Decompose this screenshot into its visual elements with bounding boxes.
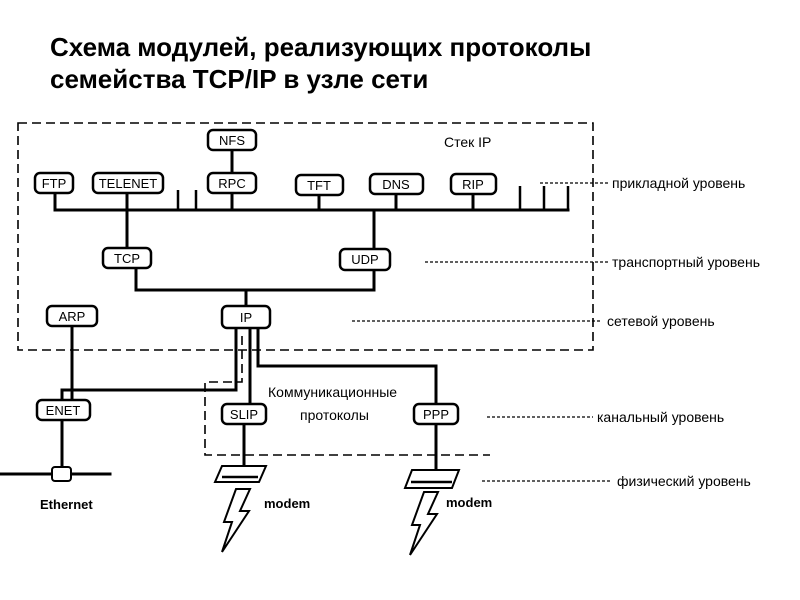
modem-1-label: modem: [264, 496, 310, 511]
module-ip: IP: [220, 304, 272, 330]
module-label: PPP: [423, 407, 449, 422]
module-rpc: RPC: [206, 171, 258, 195]
physical-level-label: физический уровень: [617, 473, 751, 489]
module-ppp: PPP: [412, 402, 460, 426]
network-level-label: сетевой уровень: [607, 313, 715, 329]
module-box: [220, 304, 272, 330]
module-box: [33, 171, 75, 195]
module-box: [220, 402, 268, 426]
module-label: TFT: [307, 178, 331, 193]
module-box: [35, 398, 92, 422]
module-ftp: FTP: [33, 171, 75, 195]
module-label: RIP: [462, 177, 484, 192]
lightning-2-icon: [409, 491, 440, 556]
link-level-label: канальный уровень: [597, 409, 724, 425]
module-box: [412, 402, 460, 426]
modem-2-label: modem: [446, 495, 492, 510]
modem-2-device: [403, 469, 461, 489]
module-enet: ENET: [35, 398, 92, 422]
ip-stack-label: Стек IP: [444, 134, 491, 150]
module-label: DNS: [382, 177, 410, 192]
comm-protocols-label-1: Коммуникационные: [268, 384, 397, 400]
module-label: RPC: [218, 176, 245, 191]
ip-stack-frame: [17, 122, 594, 351]
module-label: ARP: [59, 309, 86, 324]
connector-ip-enet: [60, 326, 238, 402]
module-box: [449, 172, 498, 196]
modem-1-device: [213, 465, 268, 483]
module-box: [206, 171, 258, 195]
ethernet-label: Ethernet: [40, 497, 93, 512]
module-box: [294, 173, 345, 197]
module-udp: UDP: [338, 247, 392, 272]
module-nfs: NFS: [206, 128, 258, 152]
module-tft: TFT: [294, 173, 345, 197]
module-tcp: TCP: [101, 246, 153, 270]
module-label: TCP: [114, 251, 140, 266]
connector-tcp-udp-ip: [134, 266, 376, 292]
module-label: SLIP: [230, 407, 258, 422]
module-rip: RIP: [449, 172, 498, 196]
module-box: [368, 172, 425, 196]
comm-protocols-frame: [204, 336, 490, 456]
module-label: UDP: [351, 252, 378, 267]
module-label: NFS: [219, 133, 245, 148]
module-box: [206, 128, 258, 152]
comm-protocols-label-2: протоколы: [300, 407, 369, 423]
ethernet-transceiver: [51, 466, 72, 482]
module-slip: SLIP: [220, 402, 268, 426]
lightning-1-icon: [221, 488, 252, 553]
application-level-label: прикладной уровень: [612, 175, 745, 191]
title-line-1: Схема модулей, реализующих протоколы: [50, 32, 591, 62]
module-telenet: TELENET: [91, 171, 165, 195]
connector-ip-ppp: [256, 326, 438, 406]
module-arp: ARP: [45, 304, 99, 328]
module-label: IP: [240, 310, 252, 325]
module-box: [338, 247, 392, 272]
module-box: [101, 246, 153, 270]
module-label: TELENET: [99, 176, 158, 191]
transport-level-label: транспортный уровень: [612, 254, 760, 270]
title-line-2: семейства TCP/IP в узле сети: [50, 64, 428, 94]
module-label: FTP: [42, 176, 67, 191]
module-label: ENET: [46, 403, 81, 418]
module-dns: DNS: [368, 172, 425, 196]
module-box: [45, 304, 99, 328]
module-box: [91, 171, 165, 195]
